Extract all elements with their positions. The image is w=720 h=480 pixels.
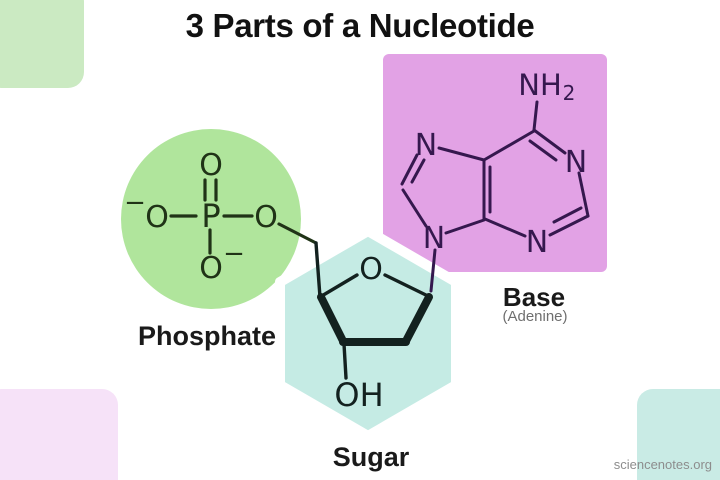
adenine-sugar-link-bond <box>429 248 437 293</box>
adenine-n3-atom: N <box>526 225 548 260</box>
phosphate-sugar-link-bond-1 <box>277 222 318 245</box>
phosphate-label: Phosphate <box>137 321 277 351</box>
corner-decoration-bottom-right <box>637 389 720 480</box>
sugar-hydroxyl-bond <box>342 342 348 380</box>
sugar-ring-bond-o-c4 <box>318 273 359 299</box>
adenine-c2-n3-bond <box>548 214 590 237</box>
phosphate-oxygen-right: O <box>254 200 278 235</box>
sugar-ring-bond-o-c1 <box>383 273 432 299</box>
sugar-ch2-bond <box>314 241 322 299</box>
phosphorus-atom: P <box>201 197 220 235</box>
adenine-amino-subscript: 2 <box>563 81 576 105</box>
base-highlight-square <box>383 54 607 272</box>
sugar-ring-oxygen: O <box>359 252 383 287</box>
adenine-c2-n3-inner-bond <box>552 206 583 224</box>
adenine-n3-c4-bond <box>483 217 527 238</box>
negative-charge-left: − <box>124 188 146 218</box>
corner-decoration-bottom-left <box>0 389 118 480</box>
adenine-n7-c8-bond <box>400 153 419 186</box>
adenine-sublabel: (Adenine) <box>502 308 568 325</box>
watermark: sciencenotes.org <box>613 457 712 472</box>
adenine-c6-n1-inner-bond <box>528 139 558 162</box>
base-label: Base <box>502 282 566 312</box>
adenine-c5-c6-bond <box>482 129 536 162</box>
page-title: 3 Parts of a Nucleotide <box>185 7 535 44</box>
phosphate-structure <box>169 178 318 255</box>
adenine-n9-c4-bond <box>444 218 486 235</box>
sugar-ring-wedge-c4-c3 <box>317 293 347 345</box>
phosphate-highlight-circle <box>121 129 301 309</box>
adenine-c8-n9-bond <box>401 188 428 228</box>
negative-charge-bottom: − <box>223 239 245 269</box>
corner-decoration-top-left <box>0 0 84 88</box>
sugar-highlight-hexagon <box>275 226 461 441</box>
phosphate-oxygen-top: O <box>199 148 223 183</box>
phosphate-oxygen-bottom: O <box>199 251 223 286</box>
phosphate-oxygen-left: O <box>145 200 169 235</box>
adenine-amino-group: NH <box>518 68 562 102</box>
adenine-c5-n7-bond <box>437 146 486 162</box>
adenine-amino-bond <box>532 100 539 132</box>
sugar-ring-wedge-c2-c1 <box>402 293 433 345</box>
adenine-n1-c2-bond <box>577 171 590 218</box>
sugar-label: Sugar <box>332 442 410 472</box>
adenine-n1-atom: N <box>565 145 587 180</box>
base-structure <box>400 100 590 293</box>
adenine-n7-c8-inner-bond <box>410 158 426 184</box>
sugar-hydroxyl-group: OH <box>334 376 383 414</box>
adenine-n9-atom: N <box>423 221 445 256</box>
sugar-structure <box>314 241 433 380</box>
adenine-c6-n1-bond <box>532 128 567 155</box>
adenine-n7-atom: N <box>415 128 437 163</box>
